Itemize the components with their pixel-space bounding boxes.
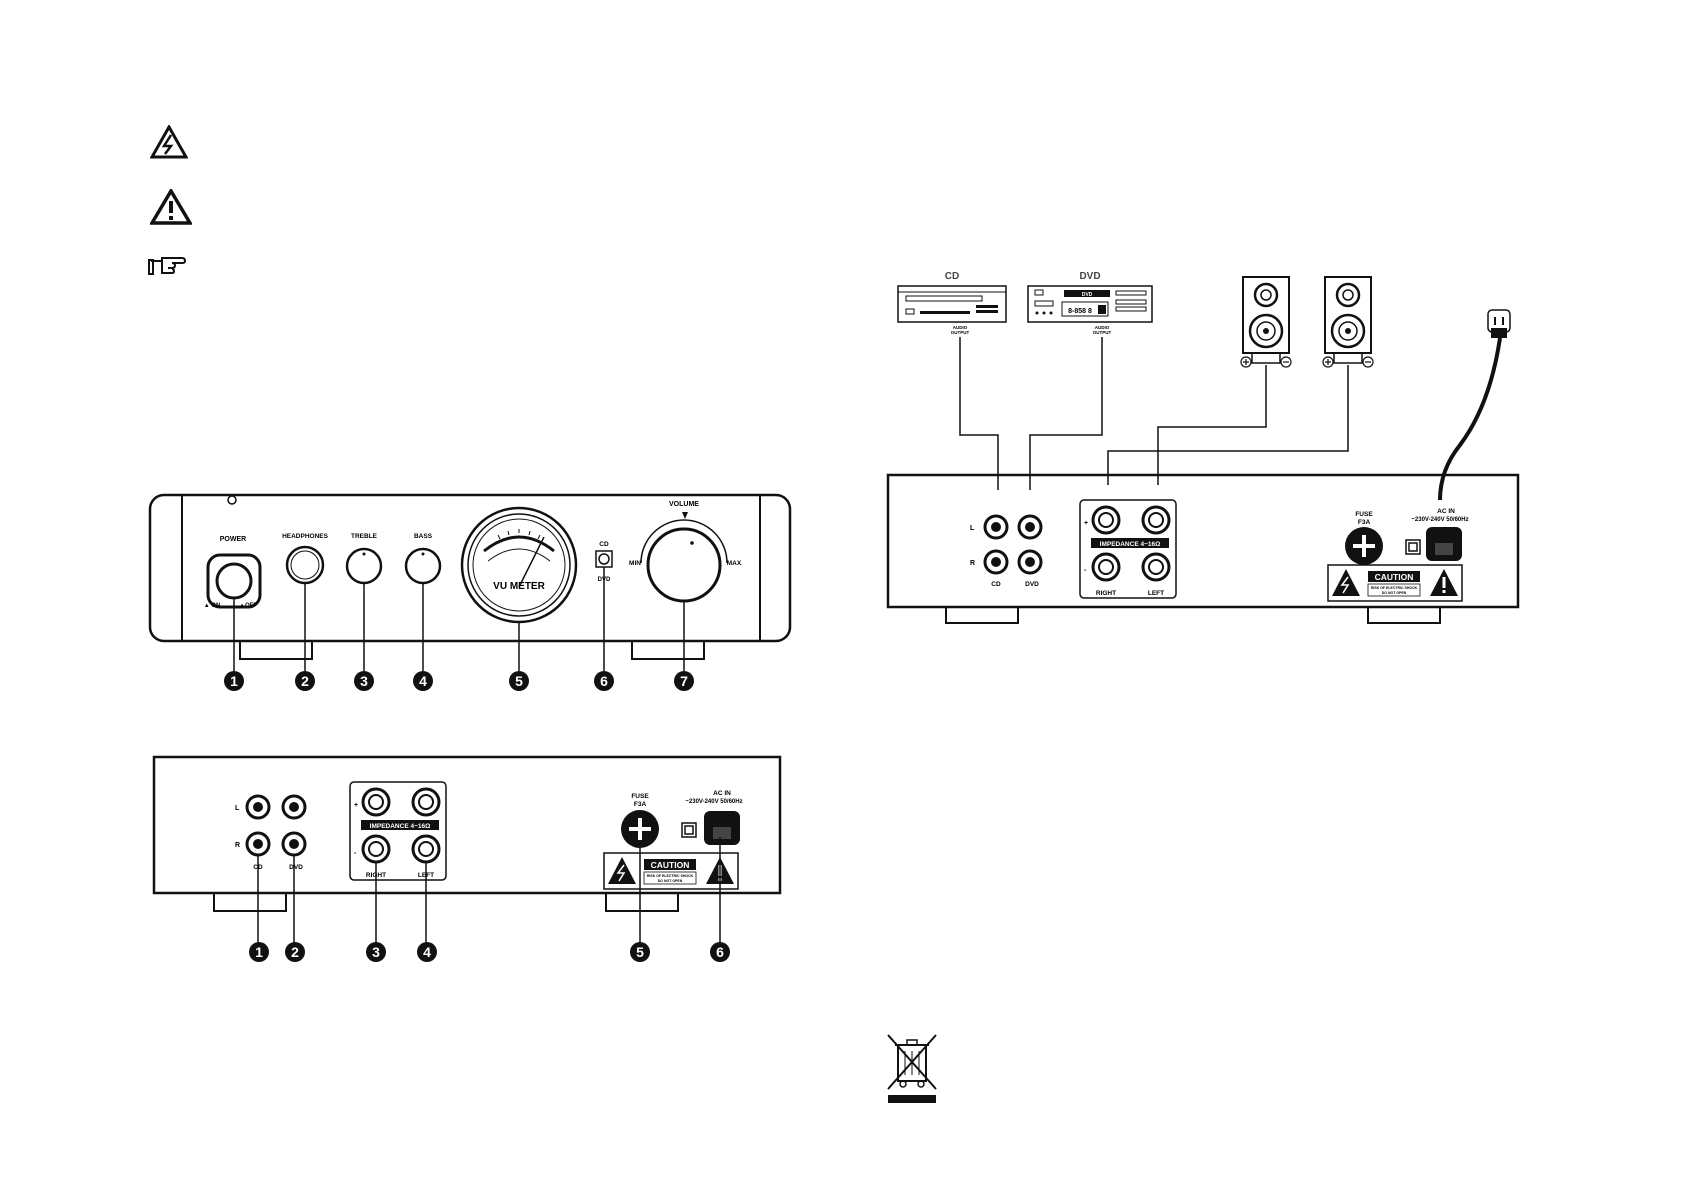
speaker-left-cabinet (1240, 276, 1292, 368)
speaker-right-positive[interactable] (361, 787, 391, 817)
pointing-hand-icon (148, 257, 186, 275)
caution-line-2: DO NOT OPEN (658, 879, 683, 883)
svg-text:CD: CD (991, 581, 1001, 588)
fuse-label: FUSE (631, 793, 649, 800)
svg-text:-: - (354, 850, 357, 857)
power-cord (1438, 337, 1502, 501)
svg-text:~230V-240V 50/60Hz: ~230V-240V 50/60Hz (1411, 517, 1468, 523)
svg-text:+: + (1084, 520, 1088, 527)
crossed-bin-weee-icon (887, 1034, 937, 1103)
svg-text:IMPEDANCE 4~16Ω: IMPEDANCE 4~16Ω (1100, 541, 1161, 548)
connection-amp-body (886, 473, 1520, 609)
speaker-terminal-block (349, 781, 447, 881)
speaker-right-negative[interactable] (361, 834, 391, 864)
front-callout-4: 4 (413, 671, 433, 691)
svg-text:CAUTION: CAUTION (1375, 572, 1414, 582)
svg-text:L: L (970, 525, 975, 532)
svg-text:OUTPUT: OUTPUT (951, 330, 970, 335)
rear-callout-5: 5 (630, 942, 650, 962)
speaker-left-positive[interactable] (411, 787, 441, 817)
svg-text:AUDIO: AUDIO (953, 325, 968, 330)
front-callout-7: 7 (674, 671, 694, 691)
power-button[interactable] (215, 562, 253, 600)
svg-text:RIGHT: RIGHT (1096, 590, 1116, 597)
svg-text:+: + (354, 802, 358, 809)
volume-min-label: MIN (629, 560, 641, 567)
ac-rating-label: ~230V-240V 50/60Hz (685, 799, 742, 805)
svg-text:DVD: DVD (1025, 581, 1039, 588)
front-panel-diagram: POWER ▲ ON ▲OFF HEADPHONES TREBLE BASS V… (148, 493, 792, 671)
rear-panel-body (152, 755, 782, 895)
power-label: POWER (220, 536, 246, 543)
front-callout-1: 1 (224, 671, 244, 691)
front-callout-2: 2 (295, 671, 315, 691)
svg-text:DO NOT OPEN: DO NOT OPEN (1382, 591, 1407, 595)
power-off-label: ▲OFF (239, 603, 257, 609)
volume-max-label: MAX (727, 560, 742, 567)
front-panel-body (148, 493, 792, 643)
impedance-label: IMPEDANCE 4~16Ω (370, 823, 431, 830)
rear-callout-1: 1 (249, 942, 269, 962)
vu-needle (518, 536, 545, 588)
svg-text:-: - (1084, 567, 1087, 574)
caution-label-frame (603, 852, 739, 890)
svg-text:OUTPUT: OUTPUT (1093, 330, 1112, 335)
ac-in-label: AC IN (713, 790, 731, 797)
connection-diagram: CD AUDIO OUTPUT DVD DVD 8-858 8 AUDIO OU… (886, 271, 1520, 624)
headphones-jack[interactable] (285, 545, 325, 585)
caution-title: CAUTION (651, 860, 690, 870)
front-callout-3: 3 (354, 671, 374, 691)
svg-text:FUSE: FUSE (1355, 511, 1373, 518)
wall-outlet-icon (1487, 309, 1511, 338)
svg-text:LEFT: LEFT (1148, 590, 1164, 597)
volume-knob[interactable] (646, 527, 722, 603)
front-foot-right (631, 640, 705, 660)
rear-foot-left (213, 892, 287, 912)
headphones-label: HEADPHONES (282, 533, 329, 540)
vu-meter-label: VU METER (493, 581, 545, 592)
vu-scale-arc (483, 535, 555, 553)
rear-callout-4: 4 (417, 942, 437, 962)
vu-meter-bezel (460, 506, 578, 624)
svg-text:AC IN: AC IN (1437, 508, 1455, 515)
svg-text:R: R (970, 560, 975, 567)
source-cd-label: CD (599, 541, 609, 548)
fuse-rating-label: F3A (634, 801, 647, 808)
front-callout-5: 5 (509, 671, 529, 691)
speaker-right-cabinet (1322, 276, 1374, 368)
treble-label: TREBLE (351, 533, 378, 540)
cd-player-title: CD (945, 271, 959, 282)
cd-player (897, 285, 1007, 323)
svg-text:DVD: DVD (1082, 292, 1093, 298)
rear-panel-diagram: L R CD DVD + - IMPEDANCE 4~16Ω RIGHT LEF… (152, 755, 782, 945)
input-r-label: R (235, 842, 240, 849)
input-l-label: L (235, 805, 240, 812)
power-on-label: ▲ ON (204, 603, 221, 609)
svg-text:F3A: F3A (1358, 519, 1371, 526)
rear-callout-3: 3 (366, 942, 386, 962)
caution-line-1: RISK OF ELECTRIC SHOCK (647, 874, 694, 878)
front-callout-6: 6 (594, 671, 614, 691)
svg-text:RISK OF ELECTRIC SHOCK: RISK OF ELECTRIC SHOCK (1371, 586, 1418, 590)
cd-input-left[interactable] (245, 794, 271, 820)
dvd-player-title: DVD (1079, 271, 1100, 282)
dvd-input-left[interactable] (281, 794, 307, 820)
volume-label: VOLUME (669, 501, 699, 508)
rear-foot-right (605, 892, 679, 912)
lightning-warning-icon (150, 125, 188, 159)
rear-callout-6: 6 (710, 942, 730, 962)
dvd-player (1027, 285, 1153, 323)
rear-callout-2: 2 (285, 942, 305, 962)
front-foot-left (239, 640, 313, 660)
exclamation-warning-icon (150, 189, 192, 225)
double-insulation-icon (681, 822, 697, 838)
power-led (227, 495, 237, 505)
dvd-input-label: DVD (289, 864, 303, 871)
svg-text:8-858 8: 8-858 8 (1068, 308, 1092, 315)
bass-label: BASS (414, 533, 433, 540)
svg-text:AUDIO: AUDIO (1095, 325, 1110, 330)
speaker-left-negative[interactable] (411, 834, 441, 864)
